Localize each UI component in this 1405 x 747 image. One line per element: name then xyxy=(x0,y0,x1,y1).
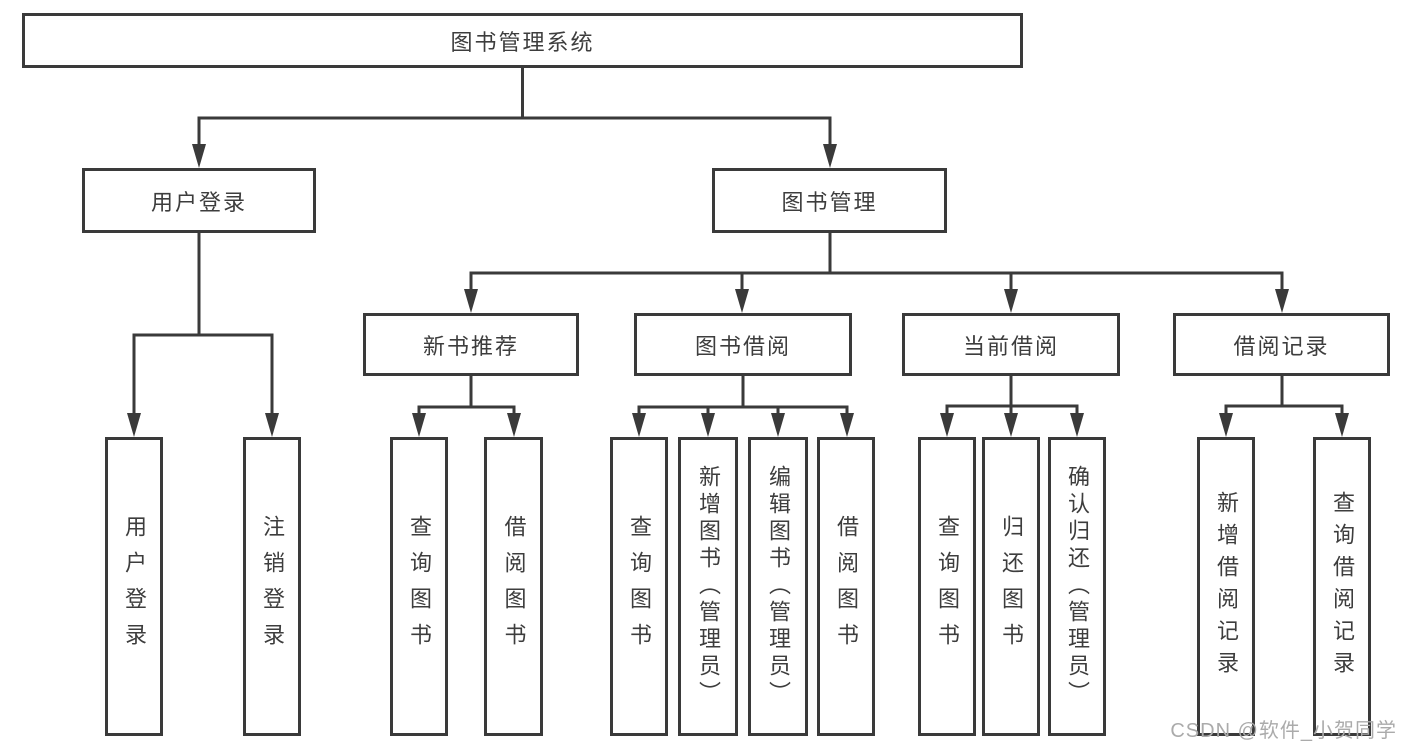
node-user-login: 用户登录 xyxy=(82,168,316,233)
leaf-edit-book-admin: 编辑图书（管理员） xyxy=(748,437,808,736)
leaf-return-books-label: 归还图书 xyxy=(999,514,1024,659)
leaf-add-borrow-record-label: 新增借阅记录 xyxy=(1214,490,1239,683)
leaf-query-borrow-record-label: 查询借阅记录 xyxy=(1330,490,1355,683)
leaf-query-books-recommend-label: 查询图书 xyxy=(407,514,432,659)
leaf-user-login-label: 用户登录 xyxy=(122,514,147,659)
leaf-borrow-books-recommend: 借阅图书 xyxy=(484,437,543,736)
node-book-borrow: 图书借阅 xyxy=(634,313,852,376)
leaf-add-book-admin: 新增图书（管理员） xyxy=(678,437,738,736)
node-borrow-records-label: 借阅记录 xyxy=(1233,333,1330,359)
leaf-borrow-books-recommend-label: 借阅图书 xyxy=(501,514,527,659)
leaf-borrow-books-label: 借阅图书 xyxy=(834,514,859,659)
node-borrow-records: 借阅记录 xyxy=(1173,313,1390,376)
leaf-logout-label: 注销登录 xyxy=(260,514,285,659)
leaf-query-books-current-label: 查询图书 xyxy=(935,514,960,659)
node-root: 图书管理系统 xyxy=(22,13,1023,68)
leaf-query-books-borrow-label: 查询图书 xyxy=(627,514,652,659)
leaf-add-book-admin-label: 新增图书（管理员） xyxy=(696,465,721,708)
leaf-query-borrow-record: 查询借阅记录 xyxy=(1313,437,1371,736)
leaf-return-books: 归还图书 xyxy=(982,437,1040,736)
node-current-borrow-label: 当前借阅 xyxy=(962,333,1059,359)
node-new-book-recommend: 新书推荐 xyxy=(363,313,579,376)
node-user-login-label: 用户登录 xyxy=(150,189,247,215)
leaf-add-borrow-record: 新增借阅记录 xyxy=(1197,437,1255,736)
leaf-edit-book-admin-label: 编辑图书（管理员） xyxy=(766,465,791,708)
leaf-user-login: 用户登录 xyxy=(105,437,163,736)
node-book-management-label: 图书管理 xyxy=(781,189,878,215)
leaf-confirm-return-admin: 确认归还（管理员） xyxy=(1048,437,1106,736)
leaf-logout: 注销登录 xyxy=(243,437,301,736)
node-book-borrow-label: 图书借阅 xyxy=(694,333,791,359)
leaf-borrow-books: 借阅图书 xyxy=(817,437,875,736)
node-current-borrow: 当前借阅 xyxy=(902,313,1120,376)
leaf-query-books-current: 查询图书 xyxy=(918,437,976,736)
leaf-query-books-borrow: 查询图书 xyxy=(610,437,668,736)
node-root-label: 图书管理系统 xyxy=(450,29,595,55)
leaf-confirm-return-admin-label: 确认归还（管理员） xyxy=(1065,465,1090,708)
node-new-book-recommend-label: 新书推荐 xyxy=(422,333,519,359)
node-book-management: 图书管理 xyxy=(712,168,947,233)
watermark: CSDN @软件_小贺同学 xyxy=(1170,720,1397,742)
leaf-query-books-recommend: 查询图书 xyxy=(390,437,448,736)
